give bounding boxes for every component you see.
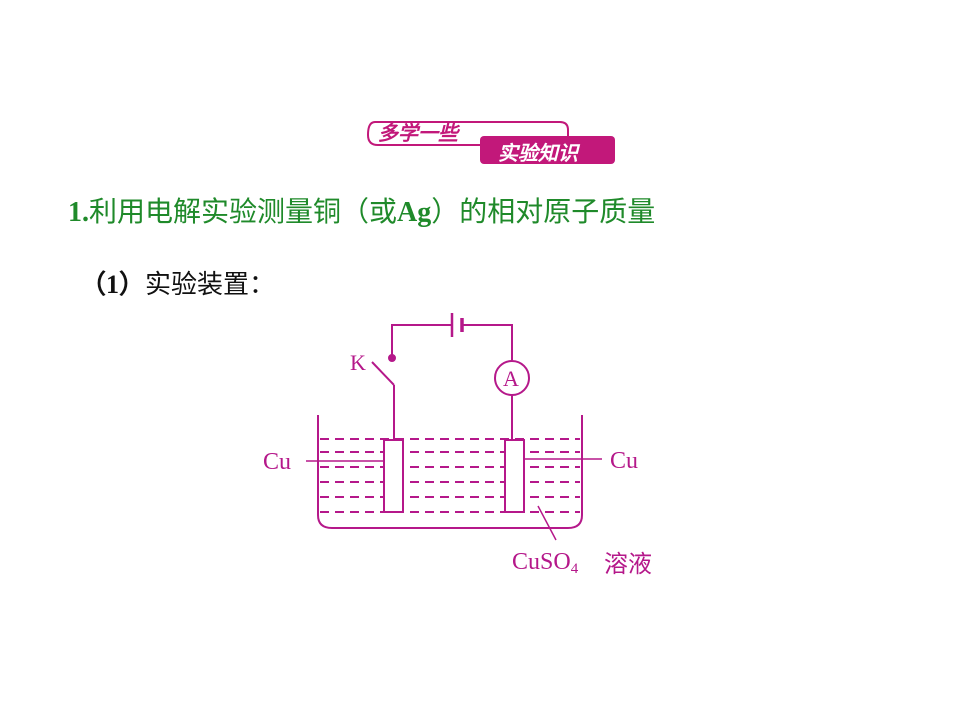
badge-line1: 多学一些 xyxy=(378,121,461,145)
beaker xyxy=(317,415,583,529)
section-title-pre: 利用电解实验测量铜（或 xyxy=(89,195,398,228)
solution-label: CuSO4 xyxy=(512,549,579,577)
section-heading: 1.利用电解实验测量铜（或Ag）的相对原子质量 xyxy=(68,190,655,230)
left-electrode-label: Cu xyxy=(263,449,291,475)
section-title-bold: Ag xyxy=(397,197,432,228)
right-electrode-label: Cu xyxy=(610,448,638,474)
section-number: 1. xyxy=(68,197,89,228)
ammeter-label: A xyxy=(503,366,519,391)
solution-subscript: 4 xyxy=(571,561,579,577)
subsection-label: 实验装置： xyxy=(145,270,276,300)
switch-blade xyxy=(371,361,395,386)
solution-formula: CuSO xyxy=(512,549,571,575)
badge-line2: 实验知识 xyxy=(498,141,581,165)
solution-name: 溶液 xyxy=(604,550,652,578)
badge-graphic: 多学一些 实验知识 xyxy=(366,121,615,165)
circuit-wire xyxy=(391,324,513,360)
solution-leader xyxy=(537,505,557,541)
section-title-post: ）的相对原子质量 xyxy=(431,195,656,228)
switch-contact xyxy=(388,354,396,362)
subsection-number: （1） xyxy=(80,270,146,299)
subsection-heading: （1）实验装置： xyxy=(80,264,275,301)
switch-label: K xyxy=(350,350,366,375)
solution-lines xyxy=(320,438,580,513)
